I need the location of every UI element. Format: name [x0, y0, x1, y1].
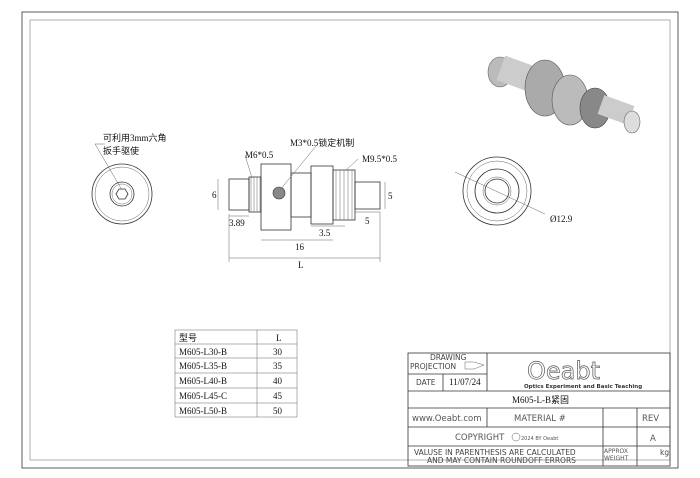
table-row: M605-L30-B 30 [179, 347, 283, 357]
outer-frame [21, 11, 679, 469]
model-table: 型号 L M605-L30-B 30 M605-L35-B 35 M605-L4… [179, 333, 283, 416]
title-block-frame [407, 352, 671, 467]
inner-frame [29, 19, 671, 461]
hex-note-line2: 扳手驱使 [103, 145, 139, 156]
approx-label-1: APPROX [604, 448, 628, 455]
dim-lock-screw: M3*0.5锁定机制 [290, 137, 354, 148]
dim-diameter: Ø12.9 [550, 214, 573, 224]
projection-label-2: PROJECTION [410, 362, 456, 371]
dim-d-left-len: 3.89 [229, 218, 245, 228]
dim-total-len: L [298, 260, 304, 270]
cell-model: M605-L30-B [179, 347, 227, 357]
table-row: M605-L45-C 45 [179, 391, 283, 401]
dim-body-len: 16 [295, 242, 305, 252]
projection-label-1: DRAWING [430, 353, 467, 362]
dim-d-right-len: 5 [365, 216, 370, 226]
rev-value: A [650, 434, 656, 444]
cell-model: M605-L40-B [179, 376, 227, 386]
cell-model: M605-L50-B [179, 406, 227, 416]
rev-label: REV [642, 414, 659, 424]
table-row: M605-L50-B 50 [179, 406, 283, 416]
table-row: M605-L40-B 40 [179, 376, 283, 386]
cell-l: 40 [273, 376, 283, 386]
disclaimer-2: AND MAY CONTAIN ROUNDOFF ERRORS [427, 456, 576, 465]
website: www.Oeabt.com [412, 414, 482, 424]
copyright: COPYRIGHT [455, 433, 505, 443]
hex-note-line1: 可利用3mm六角 [103, 132, 167, 143]
dim-d-right: 5 [388, 191, 393, 201]
oeabt-logo: Oeabt [527, 357, 600, 385]
copyright-symbol-icon [511, 432, 521, 442]
dim-mid-len: 3.5 [319, 228, 331, 238]
isometric-render [487, 55, 641, 134]
table-header-model: 型号 [179, 333, 197, 343]
cell-l: 30 [273, 347, 283, 357]
copyright-small: 2024 BY Oeabt [521, 436, 558, 442]
dim-thread-right: M9.5*0.5 [362, 154, 398, 164]
dim-d-left: 6 [212, 190, 217, 200]
cell-l: 35 [273, 361, 283, 371]
table-row: M605-L35-B 35 [179, 361, 283, 371]
end-view-hex-socket [91, 143, 153, 225]
approx-label-2: WEIGHT [604, 455, 629, 462]
cell-l: 50 [273, 406, 283, 416]
table-header-l: L [276, 333, 282, 343]
cell-l: 45 [273, 391, 283, 401]
end-view-right [454, 156, 546, 226]
side-view [217, 145, 386, 262]
logo-tagline: Optics Experiment and Basic Teaching [524, 384, 642, 390]
date-label: DATE [416, 378, 436, 387]
cell-model: M605-L45-C [179, 391, 227, 401]
date-value: 11/07/24 [449, 377, 481, 387]
projection-symbol-icon [464, 361, 485, 370]
cell-model: M605-L35-B [179, 361, 227, 371]
material-label: MATERIAL # [514, 414, 566, 424]
disclaimer-1: VALUSE IN PARENTHESIS ARE CALCULATED [414, 448, 576, 457]
part-name: M605-L-B紧固 [512, 395, 569, 405]
dim-thread-left: M6*0.5 [245, 150, 274, 160]
weight-unit: kg [660, 448, 669, 457]
model-table-grid [174, 329, 298, 418]
